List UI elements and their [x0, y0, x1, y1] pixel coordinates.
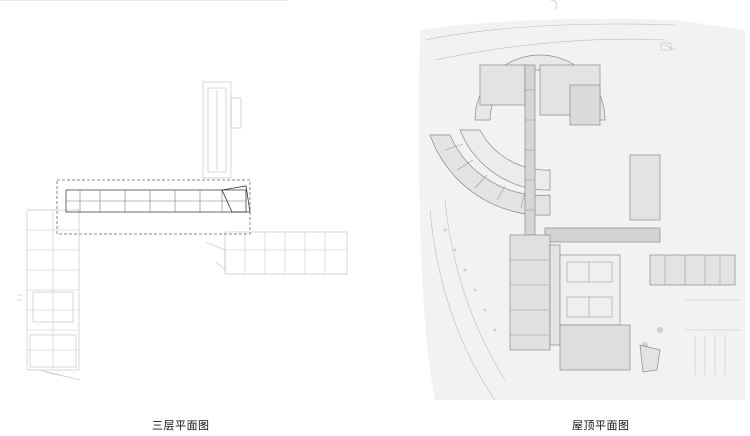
third-floor-plan-caption: 三层平面图: [152, 419, 210, 432]
roof-plan-panel: 屋顶平面图: [375, 0, 750, 436]
roof-plan-caption: 屋顶平面图: [572, 419, 630, 432]
third-floor-plan-panel: 三层平面图: [0, 0, 348, 432]
roof-plan-drawing: [419, 0, 745, 401]
third-floor-plan-drawing: [0, 0, 348, 381]
